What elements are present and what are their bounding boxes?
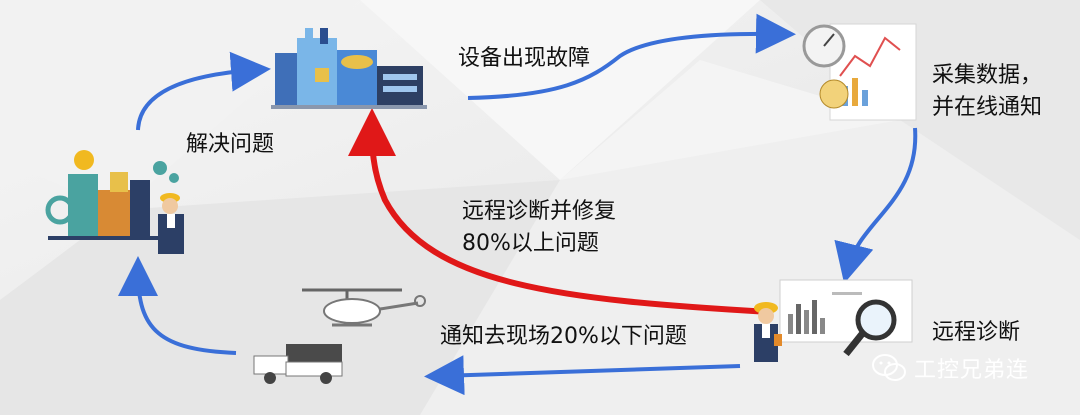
watermark: 工控兄弟连 [872, 352, 1029, 384]
label-remote-repair-1: 远程诊断并修复 [462, 199, 617, 224]
label-solve: 解决问题 [186, 132, 275, 157]
arrow-truck-to-plant [118, 256, 237, 355]
engineer-icon [754, 302, 782, 362]
watermark-text: 工控兄弟连 [914, 358, 1030, 383]
label-remote-repair-2: 80%以上问题 [462, 231, 599, 256]
factory-icon [271, 28, 427, 109]
label-collect-data-2: 并在线通知 [932, 95, 1043, 120]
arrow-collect-to-diag [834, 127, 918, 284]
arrow-plant-to-factory [136, 51, 271, 131]
helicopter-icon [302, 288, 426, 327]
arrow-fault-to-collect [467, 13, 796, 100]
truck-icon [253, 344, 343, 384]
industrial-plant-icon [45, 150, 184, 254]
label-onsite: 通知去现场20%以下问题 [440, 324, 687, 349]
data-report-icon [802, 23, 917, 121]
arrow-diag-to-truck [424, 355, 741, 396]
label-device-fault: 设备出现故障 [458, 46, 591, 71]
diagnosis-monitor-icon [779, 279, 913, 357]
wechat-icon [872, 354, 906, 381]
label-remote-diag: 远程诊断 [932, 320, 1021, 345]
arrow-remote-repair [348, 108, 771, 315]
label-collect-data-1: 采集数据， [932, 63, 1043, 88]
